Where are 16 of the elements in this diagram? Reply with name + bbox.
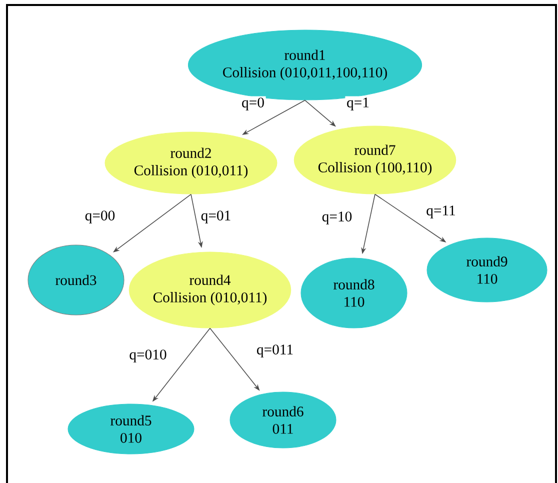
edge-label: q=11 (424, 204, 458, 220)
edge-label: q=1 (345, 96, 371, 112)
edge-label: q=10 (320, 210, 354, 226)
edge-label: q=00 (84, 209, 116, 225)
ellipse-node: round3 (28, 244, 124, 316)
ellipse-node: round9 110 (426, 238, 548, 302)
edge-label: q=010 (128, 348, 168, 364)
ellipse-node: round2 Collision (010,011) (104, 132, 278, 194)
ellipse-node: round4 Collision (010,011) (128, 252, 292, 328)
ellipse-node: round7 Collision (100,110) (294, 126, 456, 194)
ellipse-node: round8 110 (300, 258, 408, 328)
edge-label: q=011 (255, 343, 295, 359)
edge-label: q=0 (240, 96, 266, 112)
edge-label: q=01 (200, 209, 232, 225)
ellipse-node: round6 011 (230, 392, 336, 448)
ellipse-node: round5 010 (68, 404, 194, 454)
